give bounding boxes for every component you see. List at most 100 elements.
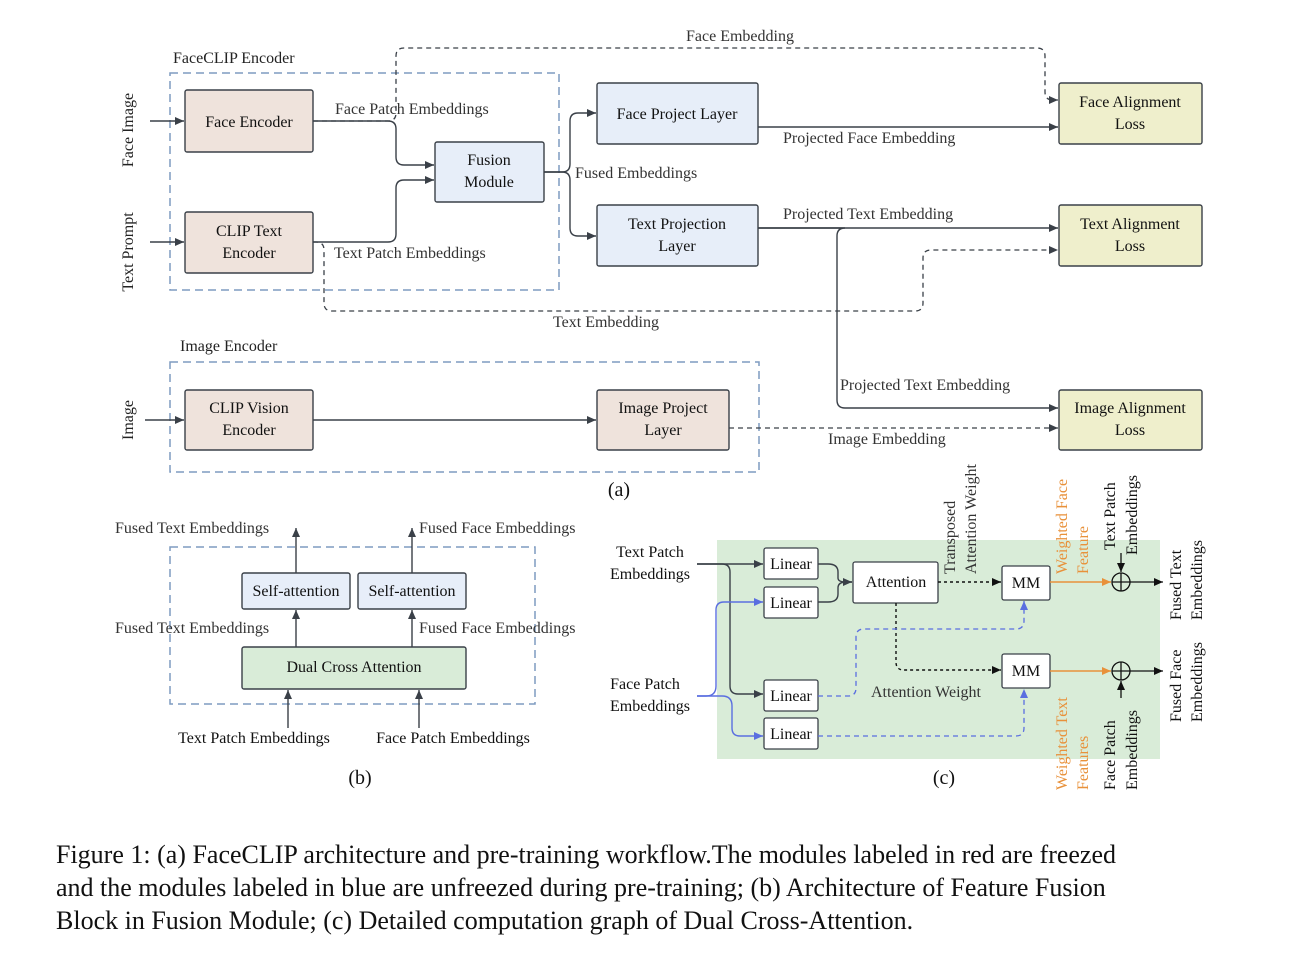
svg-text:Layer: Layer — [644, 422, 682, 439]
input-text-prompt-label: Text Prompt — [120, 212, 137, 292]
svg-text:Dual Cross Attention: Dual Cross Attention — [286, 659, 421, 676]
svg-text:Encoder: Encoder — [222, 422, 276, 439]
label-out-fused-text-c-1: Fused Text — [1168, 549, 1185, 620]
caption-line-2: and the modules labeled in blue are unfr… — [56, 873, 1106, 902]
linear-box-1: Linear — [763, 547, 819, 580]
text-projection-layer-box: Text Projection Layer — [596, 204, 759, 267]
label-out-fused-text: Fused Text Embeddings — [115, 520, 269, 537]
svg-text:MM: MM — [1012, 663, 1040, 680]
svg-text:Loss: Loss — [1115, 116, 1145, 133]
faceclip-encoder-group — [169, 72, 560, 291]
svg-text:Linear: Linear — [770, 595, 812, 612]
text-alignment-loss-box: Text Alignment Loss — [1058, 204, 1203, 267]
label-out-fused-face-c-1: Fused Face — [1168, 650, 1185, 722]
label-weighted-text-1: Weighted Text — [1054, 697, 1071, 790]
label-transposed-2: Attention Weight — [963, 463, 980, 574]
svg-text:Face Project Layer: Face Project Layer — [617, 106, 739, 123]
label-image-embedding: Image Embedding — [828, 431, 946, 448]
svg-text:MM: MM — [1012, 575, 1040, 592]
panel-c-sublabel: (c) — [933, 767, 955, 789]
label-out-fused-face-c-2: Embeddings — [1189, 642, 1206, 722]
label-out-fused-face: Fused Face Embeddings — [419, 520, 575, 537]
linear-box-2: Linear — [763, 586, 819, 619]
label-fused-embeddings: Fused Embeddings — [575, 165, 697, 182]
svg-text:Text Alignment: Text Alignment — [1080, 216, 1180, 233]
label-weighted-text-2: Features — [1075, 736, 1092, 790]
label-mid-fused-face: Fused Face Embeddings — [419, 620, 575, 637]
label-text-embedding: Text Embedding — [553, 314, 659, 331]
svg-text:CLIP Text: CLIP Text — [216, 223, 283, 240]
svg-text:Linear: Linear — [770, 726, 812, 743]
label-projected-text-embedding-top: Projected Text Embedding — [783, 206, 953, 223]
clip-vision-encoder-box: CLIP Vision Encoder — [184, 389, 314, 451]
label-in-face-patch: Face Patch Embeddings — [376, 730, 530, 747]
faceclip-encoder-title: FaceCLIP Encoder — [173, 50, 295, 67]
label-text-patch-v-2: Embeddings — [1124, 475, 1141, 555]
label-weighted-face-2: Feature — [1075, 526, 1092, 574]
label-face-patch-v-2: Embeddings — [1124, 710, 1141, 790]
fusion-module-box: Fusion Module — [434, 141, 545, 203]
self-attention-box-1: Self-attention — [241, 572, 351, 610]
panel-c: Text Patch Embeddings Face Patch Embeddi… — [610, 463, 1206, 790]
clip-text-encoder-box: CLIP Text Encoder — [184, 211, 314, 274]
label-attention-weight: Attention Weight — [871, 684, 982, 701]
label-transposed-1: Transposed — [942, 501, 959, 574]
svg-text:Attention: Attention — [866, 574, 926, 591]
attention-box: Attention — [852, 561, 939, 604]
svg-text:Image Alignment: Image Alignment — [1074, 400, 1186, 417]
svg-text:Encoder: Encoder — [222, 245, 276, 262]
svg-text:Fusion: Fusion — [467, 152, 511, 169]
input-image-label: Image — [120, 400, 137, 440]
label-face-patch-v-1: Face Patch — [1102, 720, 1119, 790]
face-encoder-box: Face Encoder — [184, 89, 314, 153]
svg-text:Image Project: Image Project — [618, 400, 708, 417]
image-encoder-title: Image Encoder — [180, 338, 278, 355]
dual-cross-attention-box: Dual Cross Attention — [241, 646, 467, 690]
svg-text:Linear: Linear — [770, 556, 812, 573]
linear-box-3: Linear — [763, 679, 819, 712]
label-mid-fused-text: Fused Text Embeddings — [115, 620, 269, 637]
face-project-layer-box: Face Project Layer — [596, 82, 759, 145]
label-projected-text-embedding-mid: Projected Text Embedding — [840, 377, 1010, 394]
label-in-text-patch: Text Patch Embeddings — [178, 730, 330, 747]
svg-text:Self-attention: Self-attention — [252, 583, 339, 600]
svg-text:Layer: Layer — [658, 238, 696, 255]
label-face-embedding: Face Embedding — [686, 28, 794, 45]
label-out-fused-text-c-2: Embeddings — [1189, 540, 1206, 620]
svg-text:CLIP Vision: CLIP Vision — [209, 400, 289, 417]
svg-text:Text Projection: Text Projection — [628, 216, 726, 233]
svg-text:Loss: Loss — [1115, 238, 1145, 255]
label-in-text-patch-c-2: Embeddings — [610, 566, 690, 583]
mm-box-top: MM — [1001, 565, 1051, 601]
label-face-patch-embeddings: Face Patch Embeddings — [335, 101, 489, 118]
svg-text:Self-attention: Self-attention — [368, 583, 455, 600]
panel-a-sublabel: (a) — [608, 479, 630, 501]
panel-b-sublabel: (b) — [348, 767, 371, 789]
image-alignment-loss-box: Image Alignment Loss — [1058, 389, 1203, 451]
image-project-layer-box: Image Project Layer — [596, 389, 730, 451]
label-text-patch-v-1: Text Patch — [1102, 482, 1119, 550]
panel-a: FaceCLIP Encoder Image Encoder Face Imag… — [120, 28, 1203, 501]
caption-line-3: Block in Fusion Module; (c) Detailed com… — [56, 906, 914, 935]
label-in-face-patch-c-1: Face Patch — [610, 676, 680, 693]
svg-text:Linear: Linear — [770, 688, 812, 705]
feature-fusion-block-group — [169, 546, 536, 705]
label-projected-face-embedding: Projected Face Embedding — [783, 130, 955, 147]
linear-box-4: Linear — [763, 717, 819, 750]
label-in-text-patch-c-1: Text Patch — [616, 544, 684, 561]
input-face-image-label: Face Image — [120, 93, 137, 167]
svg-text:Face Alignment: Face Alignment — [1079, 94, 1181, 111]
add-circle-top — [1111, 572, 1131, 592]
panel-b: Fused Text Embeddings Fused Face Embeddi… — [115, 520, 575, 789]
add-circle-bottom — [1111, 661, 1131, 681]
mm-box-bottom: MM — [1001, 653, 1051, 689]
figure-caption: Figure 1: (a) FaceCLIP architecture and … — [56, 838, 1256, 937]
svg-text:Loss: Loss — [1115, 422, 1145, 439]
label-text-patch-embeddings: Text Patch Embeddings — [334, 245, 486, 262]
label-in-face-patch-c-2: Embeddings — [610, 698, 690, 715]
caption-line-1: Figure 1: (a) FaceCLIP architecture and … — [56, 840, 1117, 869]
face-alignment-loss-box: Face Alignment Loss — [1058, 82, 1203, 145]
svg-text:Module: Module — [464, 174, 514, 191]
svg-text:Face Encoder: Face Encoder — [205, 114, 293, 131]
